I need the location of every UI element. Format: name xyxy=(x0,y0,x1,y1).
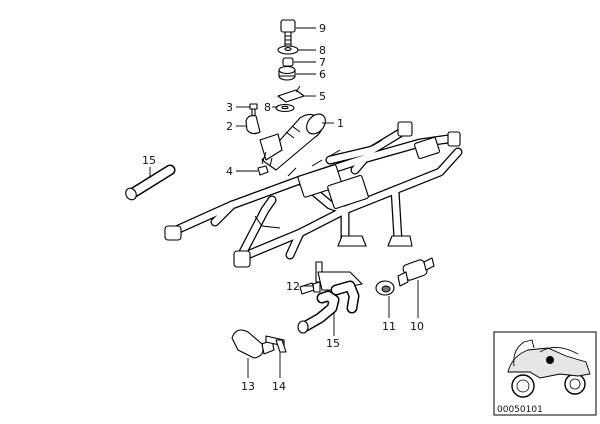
part-15-hose-left xyxy=(125,164,176,201)
callout-12: 12 xyxy=(286,280,300,293)
part-13-hose-clamp xyxy=(231,329,275,359)
part-8-washer-upper xyxy=(277,45,299,55)
part-4-nut xyxy=(257,165,269,176)
callout-13: 13 xyxy=(241,380,255,393)
part-10-valve xyxy=(397,257,435,287)
motorcycle-inset: 00050101 xyxy=(493,331,597,416)
leader-lines xyxy=(149,27,419,378)
callout-8-lower: 8 xyxy=(264,101,271,114)
part-6-rubber-mount xyxy=(278,65,296,81)
callout-labels: 9 8 7 6 5 8 3 2 1 4 15 12 11 10 15 13 14 xyxy=(142,22,424,393)
rear-frame xyxy=(164,121,463,268)
callout-8-upper: 8 xyxy=(319,44,326,57)
callout-11: 11 xyxy=(382,320,396,333)
part-14-connector xyxy=(265,335,287,353)
inset-reference-code: 00050101 xyxy=(497,405,543,415)
part-5-bracket xyxy=(277,85,305,103)
callout-3: 3 xyxy=(226,101,233,114)
callout-4: 4 xyxy=(226,165,233,178)
callout-7: 7 xyxy=(319,56,326,69)
callout-15-upper: 15 xyxy=(142,154,156,167)
callout-9: 9 xyxy=(319,22,326,35)
callout-14: 14 xyxy=(272,380,286,393)
motorcycle-silhouette-icon xyxy=(507,339,591,398)
callout-10: 10 xyxy=(410,320,424,333)
part-1-filter-canister xyxy=(259,113,326,171)
part-2-clamp xyxy=(245,115,261,135)
part-15-hose-right xyxy=(297,280,360,334)
part-9-screw xyxy=(280,19,296,47)
callout-5: 5 xyxy=(319,90,326,103)
part-12-fitting xyxy=(299,261,323,295)
callout-2: 2 xyxy=(226,120,233,133)
part-11-grommet xyxy=(375,280,395,296)
callout-15-lower: 15 xyxy=(326,337,340,350)
part-7-bushing xyxy=(282,57,294,67)
callout-1: 1 xyxy=(337,117,344,130)
part-8-washer-lower xyxy=(275,103,295,113)
callout-6: 6 xyxy=(319,68,326,81)
